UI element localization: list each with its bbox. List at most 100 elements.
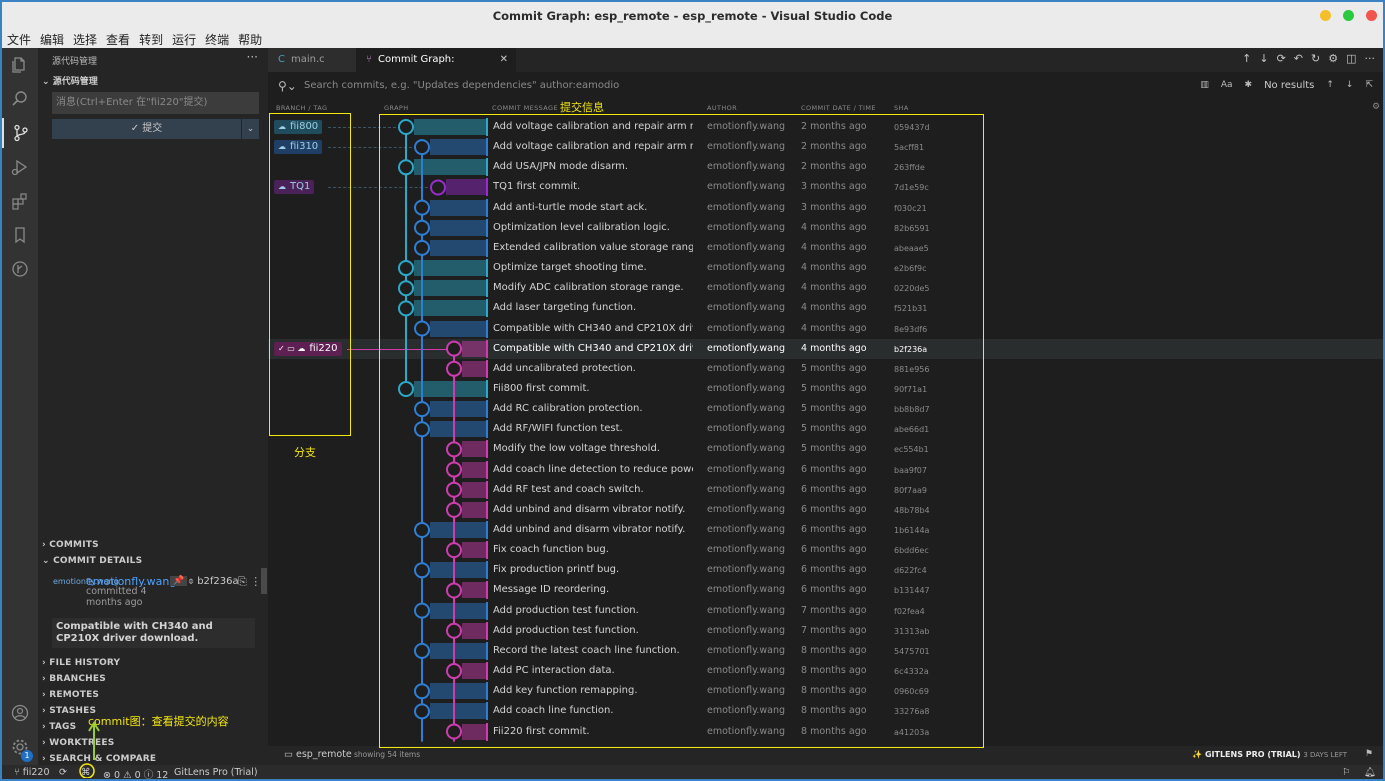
gitlens-plan-status[interactable]: GitLens Pro (Trial) xyxy=(174,767,258,778)
section-commit-details[interactable]: ⌄ COMMIT DETAILS xyxy=(42,556,143,566)
col-author[interactable]: AUTHOR xyxy=(707,104,738,112)
minimize-button[interactable] xyxy=(1320,10,1331,21)
commit-row[interactable]: Optimization level calibration logic.emo… xyxy=(268,218,1383,238)
branch-label[interactable]: ✓ ▭ ☁fii220 xyxy=(274,341,342,356)
sidebar-scrollbar[interactable] xyxy=(261,568,267,594)
section-branches[interactable]: › BRANCHES xyxy=(42,674,106,684)
explorer-icon[interactable] xyxy=(2,50,38,80)
column-settings-icon[interactable]: ⚙ xyxy=(1372,102,1381,112)
push-icon[interactable]: ↑ xyxy=(1242,52,1252,65)
commit-row[interactable]: Add production test function.emotionfly.… xyxy=(268,621,1383,641)
section-commits[interactable]: › COMMITS xyxy=(42,540,99,550)
col-sha[interactable]: SHA xyxy=(894,104,909,112)
menu-run[interactable]: 运行 xyxy=(172,32,197,47)
regex-icon[interactable]: ✱ xyxy=(1244,80,1253,90)
gitlens-pro-badge[interactable]: ✨ GITLENS PRO (TRIAL) 3 DAYS LEFT xyxy=(1192,750,1347,759)
gitlens-icon[interactable] xyxy=(2,254,38,284)
pull-icon[interactable]: ↓ xyxy=(1259,52,1269,65)
commit-dropdown-icon[interactable]: ⌄ xyxy=(241,119,259,139)
pin-icon[interactable]: 📌 xyxy=(170,576,188,586)
more-icon[interactable]: ··· xyxy=(1364,52,1376,65)
problems-status[interactable]: ⊗ 0 ⚠ 0 ⓘ 12 xyxy=(103,767,168,779)
commit-row[interactable]: Add RF/WIFI function test.emotionfly.wan… xyxy=(268,419,1383,439)
graph-search-input[interactable]: Search commits, e.g. "Updates dependenci… xyxy=(304,80,620,91)
run-debug-icon[interactable] xyxy=(2,152,38,182)
menu-edit[interactable]: 编辑 xyxy=(40,32,65,47)
chart-icon[interactable]: ▥ xyxy=(1200,80,1209,90)
refresh-icon[interactable]: ↻ xyxy=(1311,52,1321,65)
commit-row[interactable]: Compatible with CH340 and CP210X driver … xyxy=(268,319,1383,339)
sync-icon[interactable]: ⟳ xyxy=(1276,52,1286,65)
menu-go[interactable]: 转到 xyxy=(139,32,164,47)
scm-section-title[interactable]: ⌄ 源代码管理 xyxy=(42,77,98,87)
commit-actions-icon[interactable]: ⎘ ⋮ xyxy=(238,575,262,588)
commit-message-input[interactable]: 消息(Ctrl+Enter 在"fii220"提交) xyxy=(52,92,259,114)
menu-view[interactable]: 查看 xyxy=(106,32,131,47)
menu-terminal[interactable]: 终端 xyxy=(205,32,230,47)
section-worktrees[interactable]: › WORKTREES xyxy=(42,738,115,748)
commit-row[interactable]: Add coach line detection to reduce power… xyxy=(268,460,1383,480)
commit-row[interactable]: Record the latest coach line function.em… xyxy=(268,641,1383,661)
section-file-history[interactable]: › FILE HISTORY xyxy=(42,658,121,668)
search-mode-icon[interactable]: ⚲⌄ xyxy=(278,79,297,93)
commit-row[interactable]: Add RF test and coach switch.emotionfly.… xyxy=(268,480,1383,500)
menu-file[interactable]: 文件 xyxy=(7,32,32,47)
section-remotes[interactable]: › REMOTES xyxy=(42,690,100,700)
section-stashes[interactable]: › STASHES xyxy=(42,706,97,716)
col-graph[interactable]: GRAPH xyxy=(384,104,409,112)
commit-row[interactable]: Add production test function.emotionfly.… xyxy=(268,601,1383,621)
repo-picker[interactable]: ▭ esp_remote xyxy=(284,749,352,760)
source-control-icon[interactable] xyxy=(2,118,38,148)
col-message[interactable]: COMMIT MESSAGE xyxy=(492,104,558,112)
bookmarks-icon[interactable] xyxy=(2,220,38,250)
open-external-icon[interactable]: ⇱ xyxy=(1365,80,1373,90)
prev-result-icon[interactable]: ↑ xyxy=(1326,80,1334,90)
menu-help[interactable]: 帮助 xyxy=(238,32,263,47)
undo-icon[interactable]: ↶ xyxy=(1293,52,1303,65)
account-icon[interactable] xyxy=(2,698,38,728)
settings-icon[interactable]: 1 xyxy=(2,732,38,762)
section-search-compare[interactable]: › SEARCH & COMPARE xyxy=(42,754,157,764)
commit-row[interactable]: Optimize target shooting time.emotionfly… xyxy=(268,258,1383,278)
commit-row[interactable]: Add anti-turtle mode start ack.emotionfl… xyxy=(268,198,1383,218)
branch-label[interactable]: ☁TQ1 xyxy=(274,180,315,195)
commit-row[interactable]: Extended calibration value storage range… xyxy=(268,238,1383,258)
tab-commit-graph[interactable]: ⑂Commit Graph: esp_remote ✕ xyxy=(356,48,516,89)
commit-row[interactable]: Modify the low voltage threshold.emotion… xyxy=(268,439,1383,459)
branch-label[interactable]: ☁fii800 xyxy=(274,120,323,134)
split-editor-icon[interactable]: ◫ xyxy=(1346,52,1357,65)
notifications-icon[interactable]: 🔔︎ xyxy=(1364,767,1377,778)
commit-row[interactable]: Add voltage calibration and repair arm n… xyxy=(268,117,1383,137)
col-date[interactable]: COMMIT DATE / TIME xyxy=(801,104,876,112)
commit-row[interactable]: Add uncalibrated protection.emotionfly.w… xyxy=(268,359,1383,379)
commit-row[interactable]: Modify ADC calibration storage range.emo… xyxy=(268,278,1383,298)
commit-row[interactable]: Add key function remapping.emotionfly.wa… xyxy=(268,681,1383,701)
feedback-icon[interactable]: ⚑ xyxy=(1364,749,1373,759)
more-actions-icon[interactable]: ··· xyxy=(246,50,258,64)
gear-icon[interactable]: ⚙ xyxy=(1328,52,1339,65)
maximize-button[interactable] xyxy=(1343,10,1354,21)
extensions-icon[interactable] xyxy=(2,186,38,216)
commit-row[interactable]: Add voltage calibration and repair arm n… xyxy=(268,137,1383,157)
section-tags[interactable]: › TAGS xyxy=(42,722,77,732)
commit-author-link[interactable]: emotionfly.wang xyxy=(86,575,177,588)
close-window-button[interactable] xyxy=(1366,10,1377,21)
close-icon[interactable]: ✕ xyxy=(499,54,508,65)
commit-button[interactable]: ✓ 提交 xyxy=(52,119,241,139)
commit-sha[interactable]: ⌽ b2f236a xyxy=(188,576,239,587)
col-branch[interactable]: BRANCH / TAG xyxy=(276,104,328,112)
commit-row[interactable]: Add unbind and disarm vibrator notify.em… xyxy=(268,500,1383,520)
commit-graph-status-icon[interactable]: ⌘ xyxy=(81,767,91,778)
account-status-icon[interactable]: ⚐ xyxy=(1342,767,1351,778)
match-case-icon[interactable]: Aa xyxy=(1220,80,1233,90)
sync-status-icon[interactable]: ⟳ xyxy=(59,767,67,778)
commit-row[interactable]: Add RC calibration protection.emotionfly… xyxy=(268,399,1383,419)
